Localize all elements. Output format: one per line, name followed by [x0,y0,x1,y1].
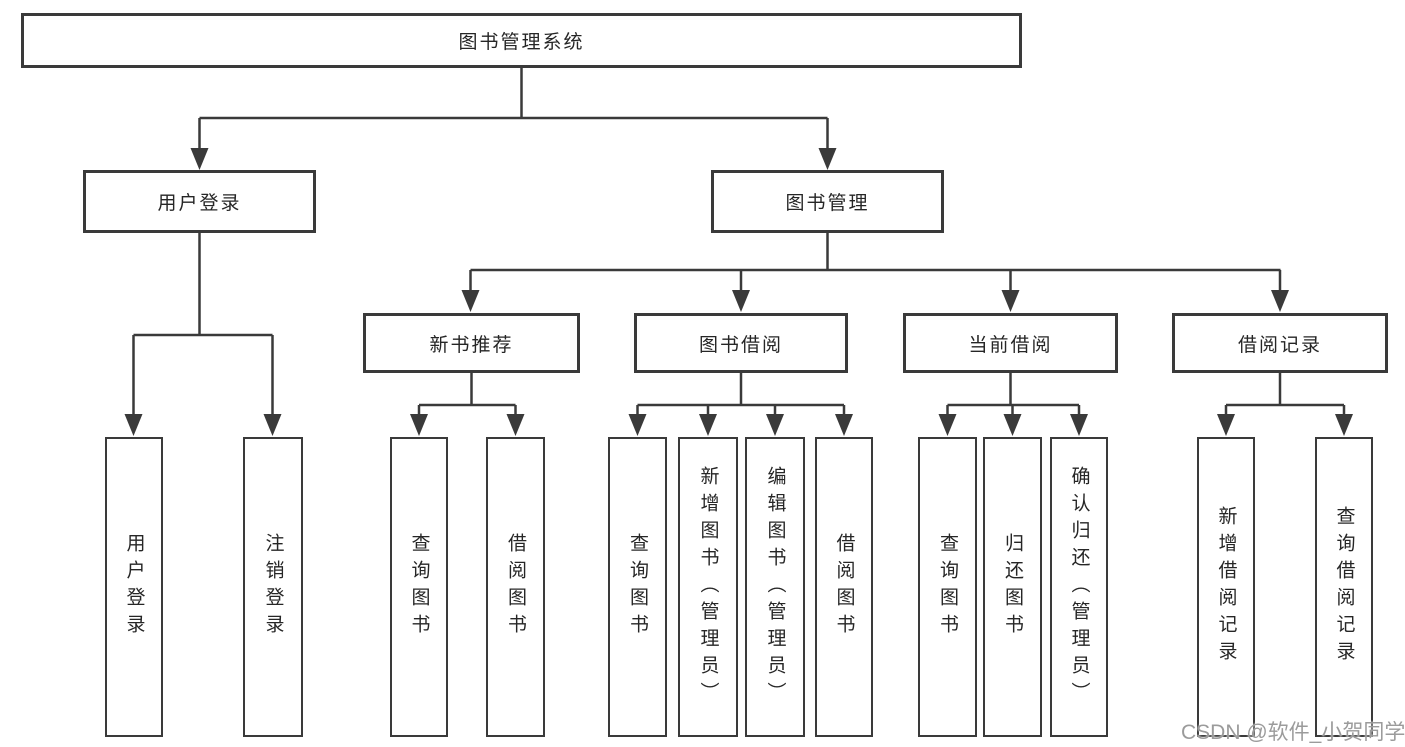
leaf-add-borrow-record: 新增借阅记录 [1197,437,1255,737]
node-label: 用户登录 [157,193,242,214]
arrowhead-down-icon [124,414,143,436]
node-label: 归还图书 [1002,533,1023,641]
arrowhead-down-icon [1335,414,1353,436]
arrowhead-down-icon [1217,414,1235,436]
node-label: 当前借阅 [968,334,1053,356]
connector-new-book-recommend [417,373,517,416]
arrowhead-down-icon [410,414,428,436]
node-book-management: 图书管理 [711,170,944,233]
node-label: 借阅记录 [1237,334,1322,356]
arrowhead-down-icon [263,414,282,436]
node-label: 查询借阅记录 [1333,506,1355,668]
leaf-query-books-recommend: 查询图书 [390,437,448,737]
arrowhead-down-icon [1271,290,1289,312]
leaf-query-books-borrow: 查询图书 [608,437,667,737]
node-label: 图书管理系统 [458,32,585,53]
leaf-add-books-admin: 新增图书（管理员） [678,437,738,737]
arrowhead-down-icon [1003,414,1022,436]
arrowhead-down-icon [1001,290,1020,312]
node-label: 图书借阅 [698,334,783,356]
connector-current-borrow [946,373,1081,416]
csdn-watermark: CSDN @软件_小贺同学 [1181,721,1405,744]
connector-book-management [469,233,1282,293]
arrowhead-down-icon [818,148,837,170]
leaf-borrow-books-recommend: 借阅图书 [486,437,545,737]
leaf-edit-books-admin: 编辑图书（管理员） [745,437,805,737]
node-label: 借阅图书 [505,533,526,641]
node-label: 新书推荐 [429,334,514,356]
connector-book-borrow [636,373,846,416]
arrowhead-down-icon [699,414,717,436]
leaf-user-login: 用户登录 [105,437,163,737]
node-borrow-records: 借阅记录 [1172,313,1388,373]
arrowhead-down-icon [732,290,750,312]
leaf-logout: 注销登录 [243,437,303,737]
node-book-borrow: 图书借阅 [634,313,848,373]
connector-root-to-level2 [198,68,829,150]
connector-borrow-records [1224,373,1346,416]
node-current-borrow: 当前借阅 [903,313,1118,373]
node-label: 查询图书 [937,533,958,641]
node-user-login: 用户登录 [83,170,316,233]
arrowhead-down-icon [938,414,957,436]
arrowhead-down-icon [1070,414,1088,436]
arrowhead-down-icon [506,414,525,436]
node-label: 新增借阅记录 [1215,506,1237,668]
node-library-management-system: 图书管理系统 [21,13,1022,68]
node-label: 新增图书（管理员） [697,465,719,709]
node-label: 图书管理 [785,193,870,214]
arrowhead-down-icon [766,414,784,436]
connector-user-login [132,233,274,416]
arrowhead-down-icon [628,414,647,436]
node-label: 查询图书 [408,533,430,641]
node-label: 确认归还（管理员） [1068,465,1090,709]
node-label: 借阅图书 [833,533,855,641]
node-label: 编辑图书（管理员） [764,465,786,709]
node-label: 查询图书 [627,533,648,641]
leaf-query-books-current: 查询图书 [918,437,977,737]
node-new-book-recommend: 新书推荐 [363,313,580,373]
leaf-return-books: 归还图书 [983,437,1042,737]
arrowhead-down-icon [461,290,480,312]
arrowhead-down-icon [190,148,209,170]
leaf-borrow-books: 借阅图书 [815,437,873,737]
node-label: 用户登录 [123,533,145,641]
leaf-confirm-return-admin: 确认归还（管理员） [1050,437,1108,737]
arrowhead-down-icon [835,414,853,436]
leaf-query-borrow-record: 查询借阅记录 [1315,437,1373,737]
node-label: 注销登录 [262,533,284,641]
